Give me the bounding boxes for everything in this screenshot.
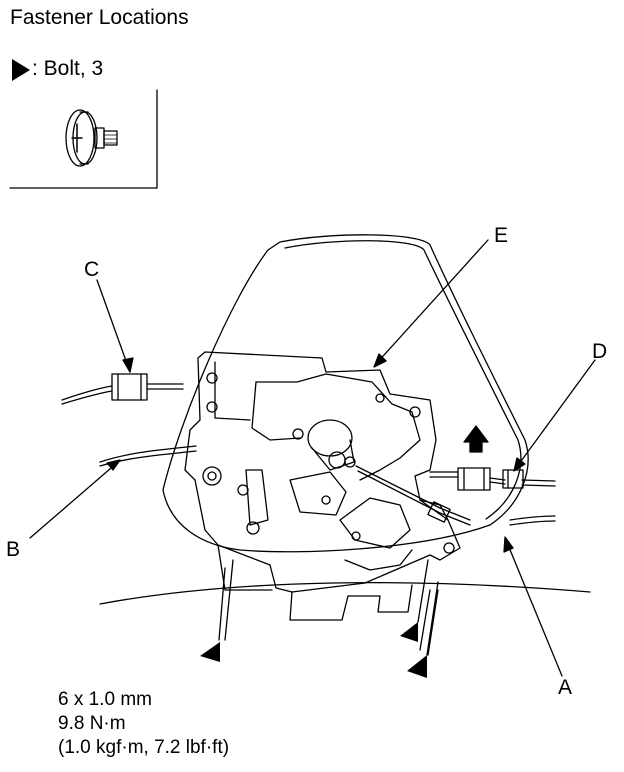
torque-alt-units-text: (1.0 kgf·m, 7.2 lbf·ft)	[58, 737, 230, 758]
bolt-size-text: 6 x 1.0 mm	[58, 689, 152, 710]
callout-b-label: B	[6, 538, 21, 561]
triangle-marker-icon	[12, 59, 30, 81]
bolt-marker-icon	[200, 622, 427, 678]
callout-e-label: E	[494, 224, 509, 247]
latch-cover-outline	[162, 234, 529, 553]
torque-spec: 6 x 1.0 mm 9.8 N·m (1.0 kgf·m, 7.2 lbf·f…	[58, 688, 229, 760]
direction-arrow-icon	[463, 425, 489, 453]
torque-nm-text: 9.8 N·m	[58, 713, 126, 734]
connector-c	[111, 373, 148, 401]
callout-leaders	[29, 239, 596, 677]
latch-body	[184, 351, 461, 621]
mounting-holes	[202, 372, 455, 554]
bolt-icon	[65, 109, 118, 167]
callout-a-label: A	[558, 676, 573, 699]
side-connector	[457, 467, 491, 491]
callout-c-label: C	[84, 258, 100, 281]
callout-d-label: D	[592, 340, 608, 363]
release-cable	[355, 465, 471, 526]
actuator	[307, 419, 355, 471]
legend-label: : Bolt, 3	[32, 57, 104, 80]
wire-harness	[61, 383, 556, 526]
connector-d	[502, 469, 524, 489]
bolt-inset-box	[9, 89, 158, 189]
bumper-line	[99, 559, 591, 656]
page-title: Fastener Locations	[10, 6, 189, 29]
bolt-leader-lines	[218, 559, 439, 656]
